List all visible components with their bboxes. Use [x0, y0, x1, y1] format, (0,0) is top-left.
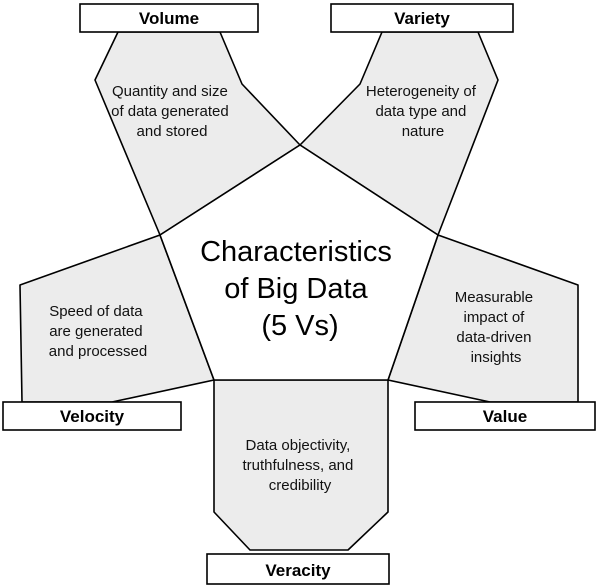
description-line: truthfulness, and — [242, 457, 353, 474]
veracity-label: Veracity — [206, 553, 390, 585]
description-line: Quantity and size — [112, 83, 228, 100]
center-title-line: of Big Data — [224, 273, 368, 305]
description-line: Heterogeneity of — [366, 83, 477, 100]
description-line: credibility — [269, 477, 332, 494]
volume-label-text: Volume — [139, 9, 199, 28]
description-line: nature — [402, 123, 445, 140]
velocity-description: Speed of data are generated and processe… — [49, 303, 147, 360]
value-label-text: Value — [483, 407, 527, 426]
variety-description: Heterogeneity of data type and nature — [366, 83, 480, 140]
description-line: and processed — [49, 343, 147, 360]
description-line: and stored — [137, 123, 208, 140]
veracity-description: Data objectivity, truthfulness, and cred… — [242, 437, 357, 494]
velocity-label-text: Velocity — [60, 407, 125, 426]
center-title-line: (5 Vs) — [261, 310, 338, 342]
variety-label-text: Variety — [394, 9, 450, 28]
volume-label: Volume — [79, 3, 259, 33]
description-line: Measurable — [455, 289, 533, 306]
description-line: of data generated — [111, 103, 229, 120]
center-title: Characteristics of Big Data (5 Vs) — [200, 236, 400, 342]
veracity-label-text: Veracity — [265, 561, 331, 580]
velocity-petal — [19, 234, 215, 403]
description-line: insights — [471, 349, 522, 366]
description-line: impact of — [463, 309, 525, 326]
value-description: Measurable impact of data-driven insight… — [455, 289, 538, 366]
center-title-line: Characteristics — [200, 236, 392, 268]
value-label: Value — [414, 401, 596, 431]
description-line: Speed of data — [49, 303, 143, 320]
volume-description: Quantity and size of data generated and … — [111, 83, 233, 140]
description-line: are generated — [49, 323, 142, 340]
description-line: data-driven — [456, 329, 531, 346]
description-line: data type and — [375, 103, 466, 120]
velocity-label: Velocity — [2, 401, 182, 431]
variety-label: Variety — [330, 3, 514, 33]
center-pentagon — [159, 144, 439, 381]
description-line: Data objectivity, — [246, 437, 351, 454]
